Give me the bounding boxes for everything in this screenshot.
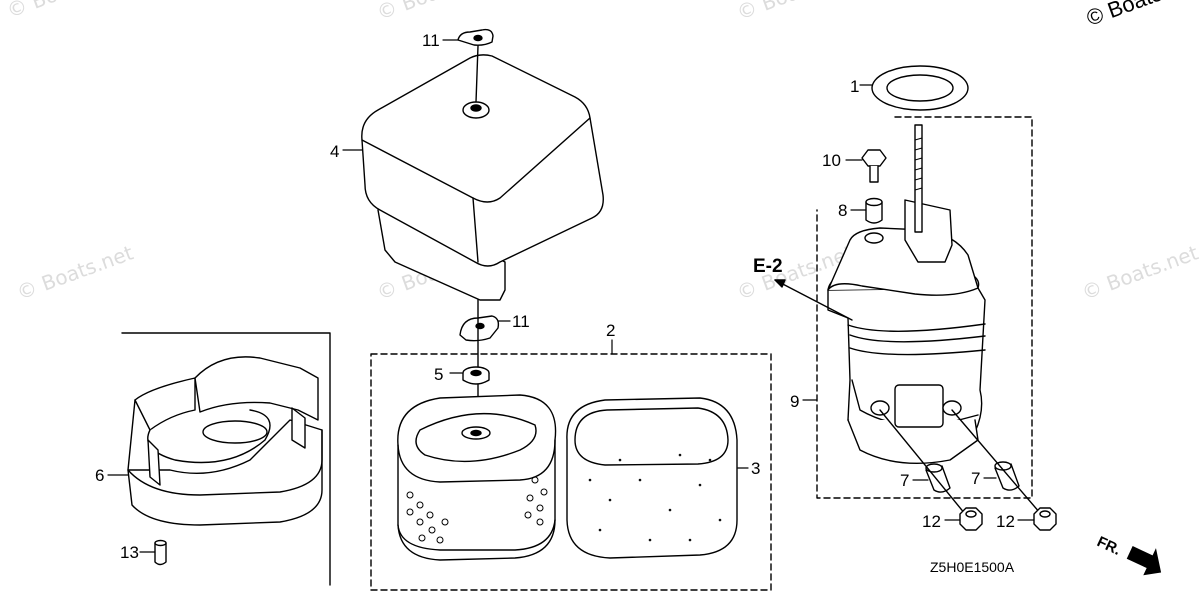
callout-9: 9 [790, 392, 799, 411]
callout-7-left: 7 [900, 471, 909, 490]
callout-5: 5 [434, 365, 443, 384]
part-7-collar-right [994, 461, 1020, 491]
case-assembly-box [816, 116, 1033, 499]
watermark: © Boats.net [4, 0, 127, 23]
part-8-collar [865, 197, 883, 224]
callout-7-right: 7 [971, 469, 980, 488]
callout-labels: 11 4 11 5 2 3 6 13 1 10 8 9 7 7 12 12 E-… [95, 31, 1123, 575]
foam-texture [588, 453, 722, 542]
watermark-layer: © Boats.net © Boats.net © Boats.net © Bo… [4, 0, 1200, 305]
assembly-axis-line [951, 409, 1047, 521]
front-arrow [1126, 546, 1162, 576]
part-10-bolt [861, 149, 887, 183]
part-7-collar-left [925, 463, 951, 493]
callout-12-right: 12 [996, 512, 1015, 531]
watermark: © Boats.net [1079, 240, 1200, 304]
part-11-wing-nut-top [457, 28, 494, 46]
e2-arrow-head [774, 279, 786, 288]
callout-11-middle: 11 [512, 312, 530, 331]
part-12-nut-left [959, 507, 983, 531]
watermark: © Boats.net [734, 0, 857, 25]
part-5-grommet [462, 366, 490, 385]
part-12-nut-right [1033, 507, 1057, 531]
filter-mesh-holes [406, 476, 548, 544]
part-3-foam-filter [566, 397, 738, 559]
callout-4: 4 [330, 142, 339, 161]
front-label: FR. [1094, 533, 1123, 559]
leader-lines [107, 39, 1035, 553]
left-section-border [121, 332, 331, 586]
callout-10: 10 [822, 151, 841, 170]
watermark: © Boats.net [14, 240, 137, 304]
callout-12-left: 12 [922, 512, 941, 531]
part-9-air-cleaner-case [827, 124, 986, 464]
callout-11-top: 11 [422, 31, 440, 50]
callout-6: 6 [95, 466, 104, 485]
part-6-filter-base [127, 356, 323, 526]
callout-8: 8 [838, 201, 847, 220]
part-13-pin [154, 539, 167, 566]
callout-2: 2 [606, 321, 615, 340]
assembly-axis-line [879, 409, 971, 521]
part-11-wing-nut-middle [459, 315, 500, 342]
callout-1: 1 [850, 77, 859, 96]
callout-13: 13 [120, 543, 139, 562]
drawing-code: Z5H0E1500A [930, 559, 1015, 575]
element-set-box [370, 353, 772, 591]
callout-3: 3 [751, 459, 760, 478]
part-1-gasket [871, 65, 969, 111]
reference-e2-label: E-2 [753, 256, 783, 277]
e2-arrow-line [774, 279, 853, 321]
part-air-filter-element [397, 394, 557, 561]
part-9-threads [914, 137, 923, 191]
copyright-text: © Boats.net [1083, 0, 1200, 31]
watermark: © Boats.net [374, 0, 497, 25]
part-4-cover [361, 45, 604, 301]
